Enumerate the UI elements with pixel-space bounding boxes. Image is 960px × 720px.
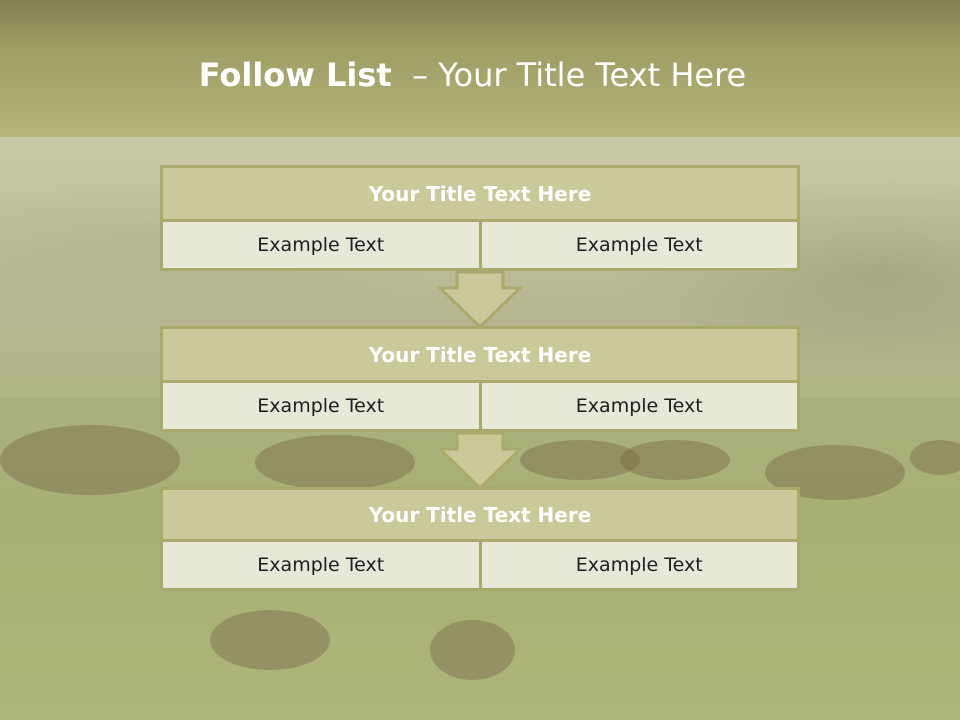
step-cell-left: Example Text [160, 222, 482, 271]
slide-title-rest: – Your Title Text Here [391, 56, 747, 94]
step-cell-right: Example Text [478, 383, 800, 432]
cow-silhouette [620, 440, 730, 480]
slide-title: Follow List – Your Title Text Here [0, 56, 945, 94]
cow-silhouette [430, 620, 515, 680]
cow-silhouette [910, 440, 960, 475]
step-box-2: Your Title Text Here Example Text Exampl… [160, 326, 800, 432]
step-title: Your Title Text Here [160, 165, 800, 222]
step-box-1: Your Title Text Here Example Text Exampl… [160, 165, 800, 271]
step-row: Example Text Example Text [160, 383, 800, 432]
title-bar: Follow List – Your Title Text Here [0, 0, 960, 137]
cow-silhouette [0, 425, 180, 495]
step-cell-left: Example Text [160, 383, 482, 432]
cow-silhouette [520, 440, 640, 480]
slide-title-bold: Follow List [198, 56, 392, 94]
step-row: Example Text Example Text [160, 222, 800, 271]
down-arrow-icon [437, 271, 523, 329]
step-cell-right: Example Text [478, 542, 800, 591]
step-title: Your Title Text Here [160, 326, 800, 383]
down-arrow-icon [437, 432, 523, 490]
step-row: Example Text Example Text [160, 542, 800, 591]
cow-silhouette [255, 435, 415, 490]
cow-silhouette [210, 610, 330, 670]
step-box-3: Your Title Text Here Example Text Exampl… [160, 487, 800, 591]
step-title: Your Title Text Here [160, 487, 800, 542]
step-cell-right: Example Text [478, 222, 800, 271]
step-cell-left: Example Text [160, 542, 482, 591]
